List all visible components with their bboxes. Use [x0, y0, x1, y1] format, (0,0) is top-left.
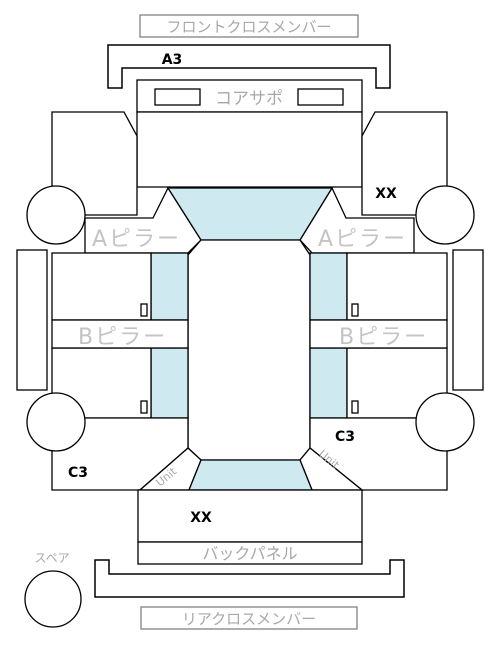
roof[interactable] [187, 239, 311, 461]
left-front-door[interactable] [51, 252, 152, 321]
right-rear-quarter-mark: C3 [335, 429, 355, 445]
left-rear-window[interactable] [150, 347, 189, 419]
right-rear-window[interactable] [309, 347, 348, 419]
right-rear-door-handle [351, 400, 359, 414]
core-support-left-slot [154, 88, 201, 106]
spare-tire-label: スペア [34, 551, 69, 565]
rear-window[interactable] [188, 459, 313, 491]
right-b-pillar[interactable] [309, 319, 448, 349]
spare-tire[interactable] [24, 570, 82, 628]
right-front-door[interactable] [346, 252, 448, 321]
core-support-right-slot [297, 88, 344, 106]
front-cross-member-label: フロントクロスメンバー [166, 18, 331, 36]
left-rear-quarter-mark: C3 [68, 465, 88, 481]
left-side-step[interactable] [16, 249, 48, 391]
front-bumper[interactable] [107, 44, 391, 89]
left-front-tire[interactable] [26, 185, 86, 245]
left-front-door-handle [140, 303, 148, 317]
left-front-window[interactable] [150, 252, 189, 321]
rear-bumper[interactable] [94, 559, 405, 598]
left-a-pillar-label: Aピラー [92, 227, 181, 252]
front-cross-member-box[interactable] [139, 14, 359, 38]
back-panel-label: バックパネル [202, 544, 297, 563]
front-bumper-mark: A3 [162, 52, 183, 68]
back-panel[interactable] [137, 541, 363, 565]
right-side-step[interactable] [452, 249, 484, 391]
rear-cross-member-label: リアクロスメンバー [182, 610, 316, 628]
right-front-fender-mark: XX [375, 186, 397, 202]
right-b-pillar-label: Bピラー [339, 325, 428, 350]
right-front-tire[interactable] [415, 185, 475, 245]
left-rear-tire[interactable] [26, 392, 86, 452]
hood[interactable] [136, 111, 363, 188]
right-a-pillar-label: Aピラー [318, 227, 407, 252]
left-b-pillar[interactable] [51, 319, 189, 349]
trunk-mark: XX [190, 510, 212, 526]
right-front-door-handle [351, 303, 359, 317]
trunk-lid[interactable] [137, 489, 363, 543]
right-front-fender[interactable] [361, 111, 448, 216]
rear-cross-member-box[interactable] [140, 606, 358, 630]
core-support-label: コアサポ [215, 89, 283, 109]
left-b-pillar-label: Bピラー [78, 325, 167, 350]
right-front-window[interactable] [309, 252, 348, 321]
left-rear-door-handle [140, 400, 148, 414]
right-rear-tire[interactable] [415, 392, 475, 452]
